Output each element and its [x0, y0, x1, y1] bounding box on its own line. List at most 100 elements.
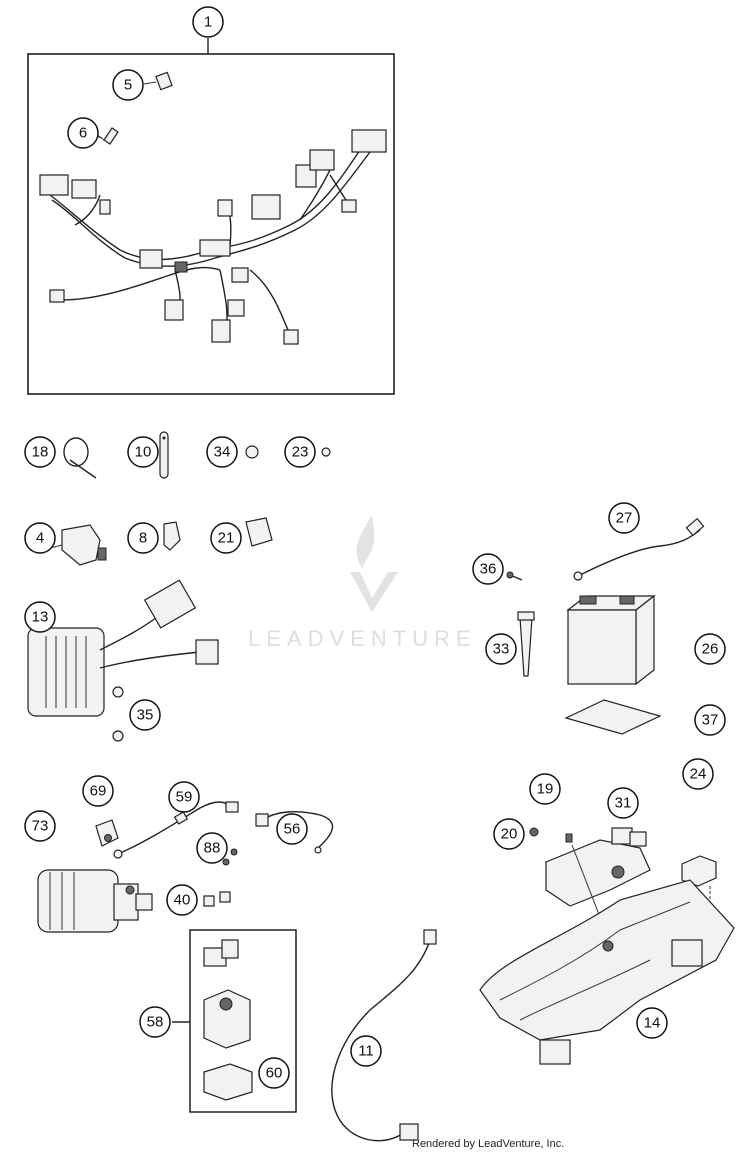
relay-box-group — [172, 929, 297, 1113]
svg-text:18: 18 — [32, 444, 49, 461]
svg-text:10: 10 — [135, 444, 152, 461]
callout-37: 37 — [694, 704, 726, 736]
part-31-holder — [545, 827, 651, 949]
svg-text:19: 19 — [537, 781, 554, 798]
part-21-cap — [245, 517, 273, 547]
callout-36: 36 — [472, 553, 504, 585]
callout-26: 26 — [694, 633, 726, 665]
svg-text:31: 31 — [615, 795, 632, 812]
svg-text:36: 36 — [480, 561, 497, 578]
relay-frame — [189, 929, 297, 1113]
watermark-text: LEADVENTURE — [248, 626, 477, 651]
part-40-clip — [203, 891, 231, 907]
part-27-cable — [573, 517, 705, 581]
callout-59: 59 — [168, 781, 200, 813]
svg-text:59: 59 — [176, 789, 193, 806]
part-19-screw — [565, 833, 573, 843]
svg-text:40: 40 — [174, 892, 191, 909]
svg-text:5: 5 — [124, 77, 132, 94]
part-18-cable-tie — [63, 437, 97, 479]
callout-73: 73 — [24, 810, 56, 842]
svg-text:24: 24 — [690, 766, 707, 783]
callout-24: 24 — [682, 758, 714, 790]
svg-text:20: 20 — [501, 826, 518, 843]
svg-text:69: 69 — [90, 783, 107, 800]
callout-88: 88 — [196, 832, 228, 864]
part-37-pad — [564, 699, 662, 735]
svg-text:4: 4 — [36, 530, 44, 547]
part-34-clip — [245, 445, 259, 459]
svg-text:27: 27 — [616, 510, 633, 527]
callout-31: 31 — [607, 787, 639, 819]
part-11-cable — [331, 929, 437, 1142]
harness-frame — [27, 53, 395, 395]
footer-credit: Rendered by LeadVenture, Inc. — [412, 1138, 565, 1150]
callout-6: 6 — [67, 117, 99, 149]
svg-text:73: 73 — [32, 818, 49, 835]
battery-group — [506, 517, 705, 735]
callout-10: 10 — [127, 436, 159, 468]
svg-text:6: 6 — [79, 125, 87, 142]
part-69-boot — [95, 819, 119, 847]
svg-text:13: 13 — [32, 609, 49, 626]
part-59-cable — [113, 801, 239, 859]
callout-18: 18 — [24, 436, 56, 468]
callout-34: 34 — [206, 436, 238, 468]
svg-text:35: 35 — [137, 707, 154, 724]
svg-text:8: 8 — [139, 530, 147, 547]
part-13-regulator — [27, 579, 219, 742]
callout-5: 5 — [112, 69, 144, 101]
row-small-parts — [63, 431, 331, 479]
callout-19: 19 — [529, 773, 561, 805]
battery-holder-group — [479, 827, 735, 1065]
callout-8: 8 — [127, 522, 159, 554]
svg-text:23: 23 — [292, 444, 309, 461]
callout-56: 56 — [276, 813, 308, 845]
part-33-tag — [517, 611, 535, 677]
svg-text:58: 58 — [147, 1014, 164, 1031]
callout-14: 14 — [636, 1007, 668, 1039]
callout-21: 21 — [210, 522, 242, 554]
callout-20: 20 — [493, 818, 525, 850]
svg-text:37: 37 — [702, 712, 719, 729]
part-4-bracket — [49, 524, 107, 566]
part-14-tray — [479, 879, 735, 1065]
part-73-nut — [104, 834, 112, 842]
callout-27: 27 — [608, 502, 640, 534]
part-6-fuse — [95, 127, 119, 145]
part-10-strap — [159, 431, 169, 479]
callout-1: 1 — [192, 6, 224, 38]
callout-35: 35 — [129, 699, 161, 731]
callout-4: 4 — [24, 522, 56, 554]
svg-text:88: 88 — [204, 840, 221, 857]
part-36-screw — [506, 571, 523, 581]
callout-69: 69 — [82, 775, 114, 807]
part-88-screw — [222, 848, 238, 866]
callout-58: 58 — [139, 1006, 171, 1038]
part-23-nut — [321, 447, 331, 457]
part-56-cable — [255, 811, 334, 854]
part-5-grommet — [155, 71, 173, 91]
svg-text:34: 34 — [214, 444, 231, 461]
part-20-nut — [529, 827, 539, 837]
callout-11: 11 — [350, 1035, 382, 1067]
row-relay-parts — [49, 517, 273, 566]
svg-text:1: 1 — [204, 14, 212, 31]
callout-40: 40 — [166, 884, 198, 916]
callout-23: 23 — [284, 436, 316, 468]
callout-33: 33 — [485, 633, 517, 665]
svg-text:56: 56 — [284, 821, 301, 838]
callout-60: 60 — [258, 1057, 290, 1089]
part-26-battery — [566, 594, 656, 686]
callouts: 1 5 6 18 10 34 23 4 8 21 13 35 27 36 33 … — [24, 6, 726, 1089]
svg-text:14: 14 — [644, 1015, 661, 1032]
svg-text:60: 60 — [266, 1065, 283, 1082]
part-8-plate — [163, 521, 181, 551]
svg-text:11: 11 — [358, 1043, 374, 1060]
starter-motor — [37, 869, 153, 933]
starter-group — [37, 801, 334, 933]
svg-text:21: 21 — [218, 530, 235, 547]
svg-text:26: 26 — [702, 641, 719, 658]
callout-13: 13 — [24, 601, 56, 633]
